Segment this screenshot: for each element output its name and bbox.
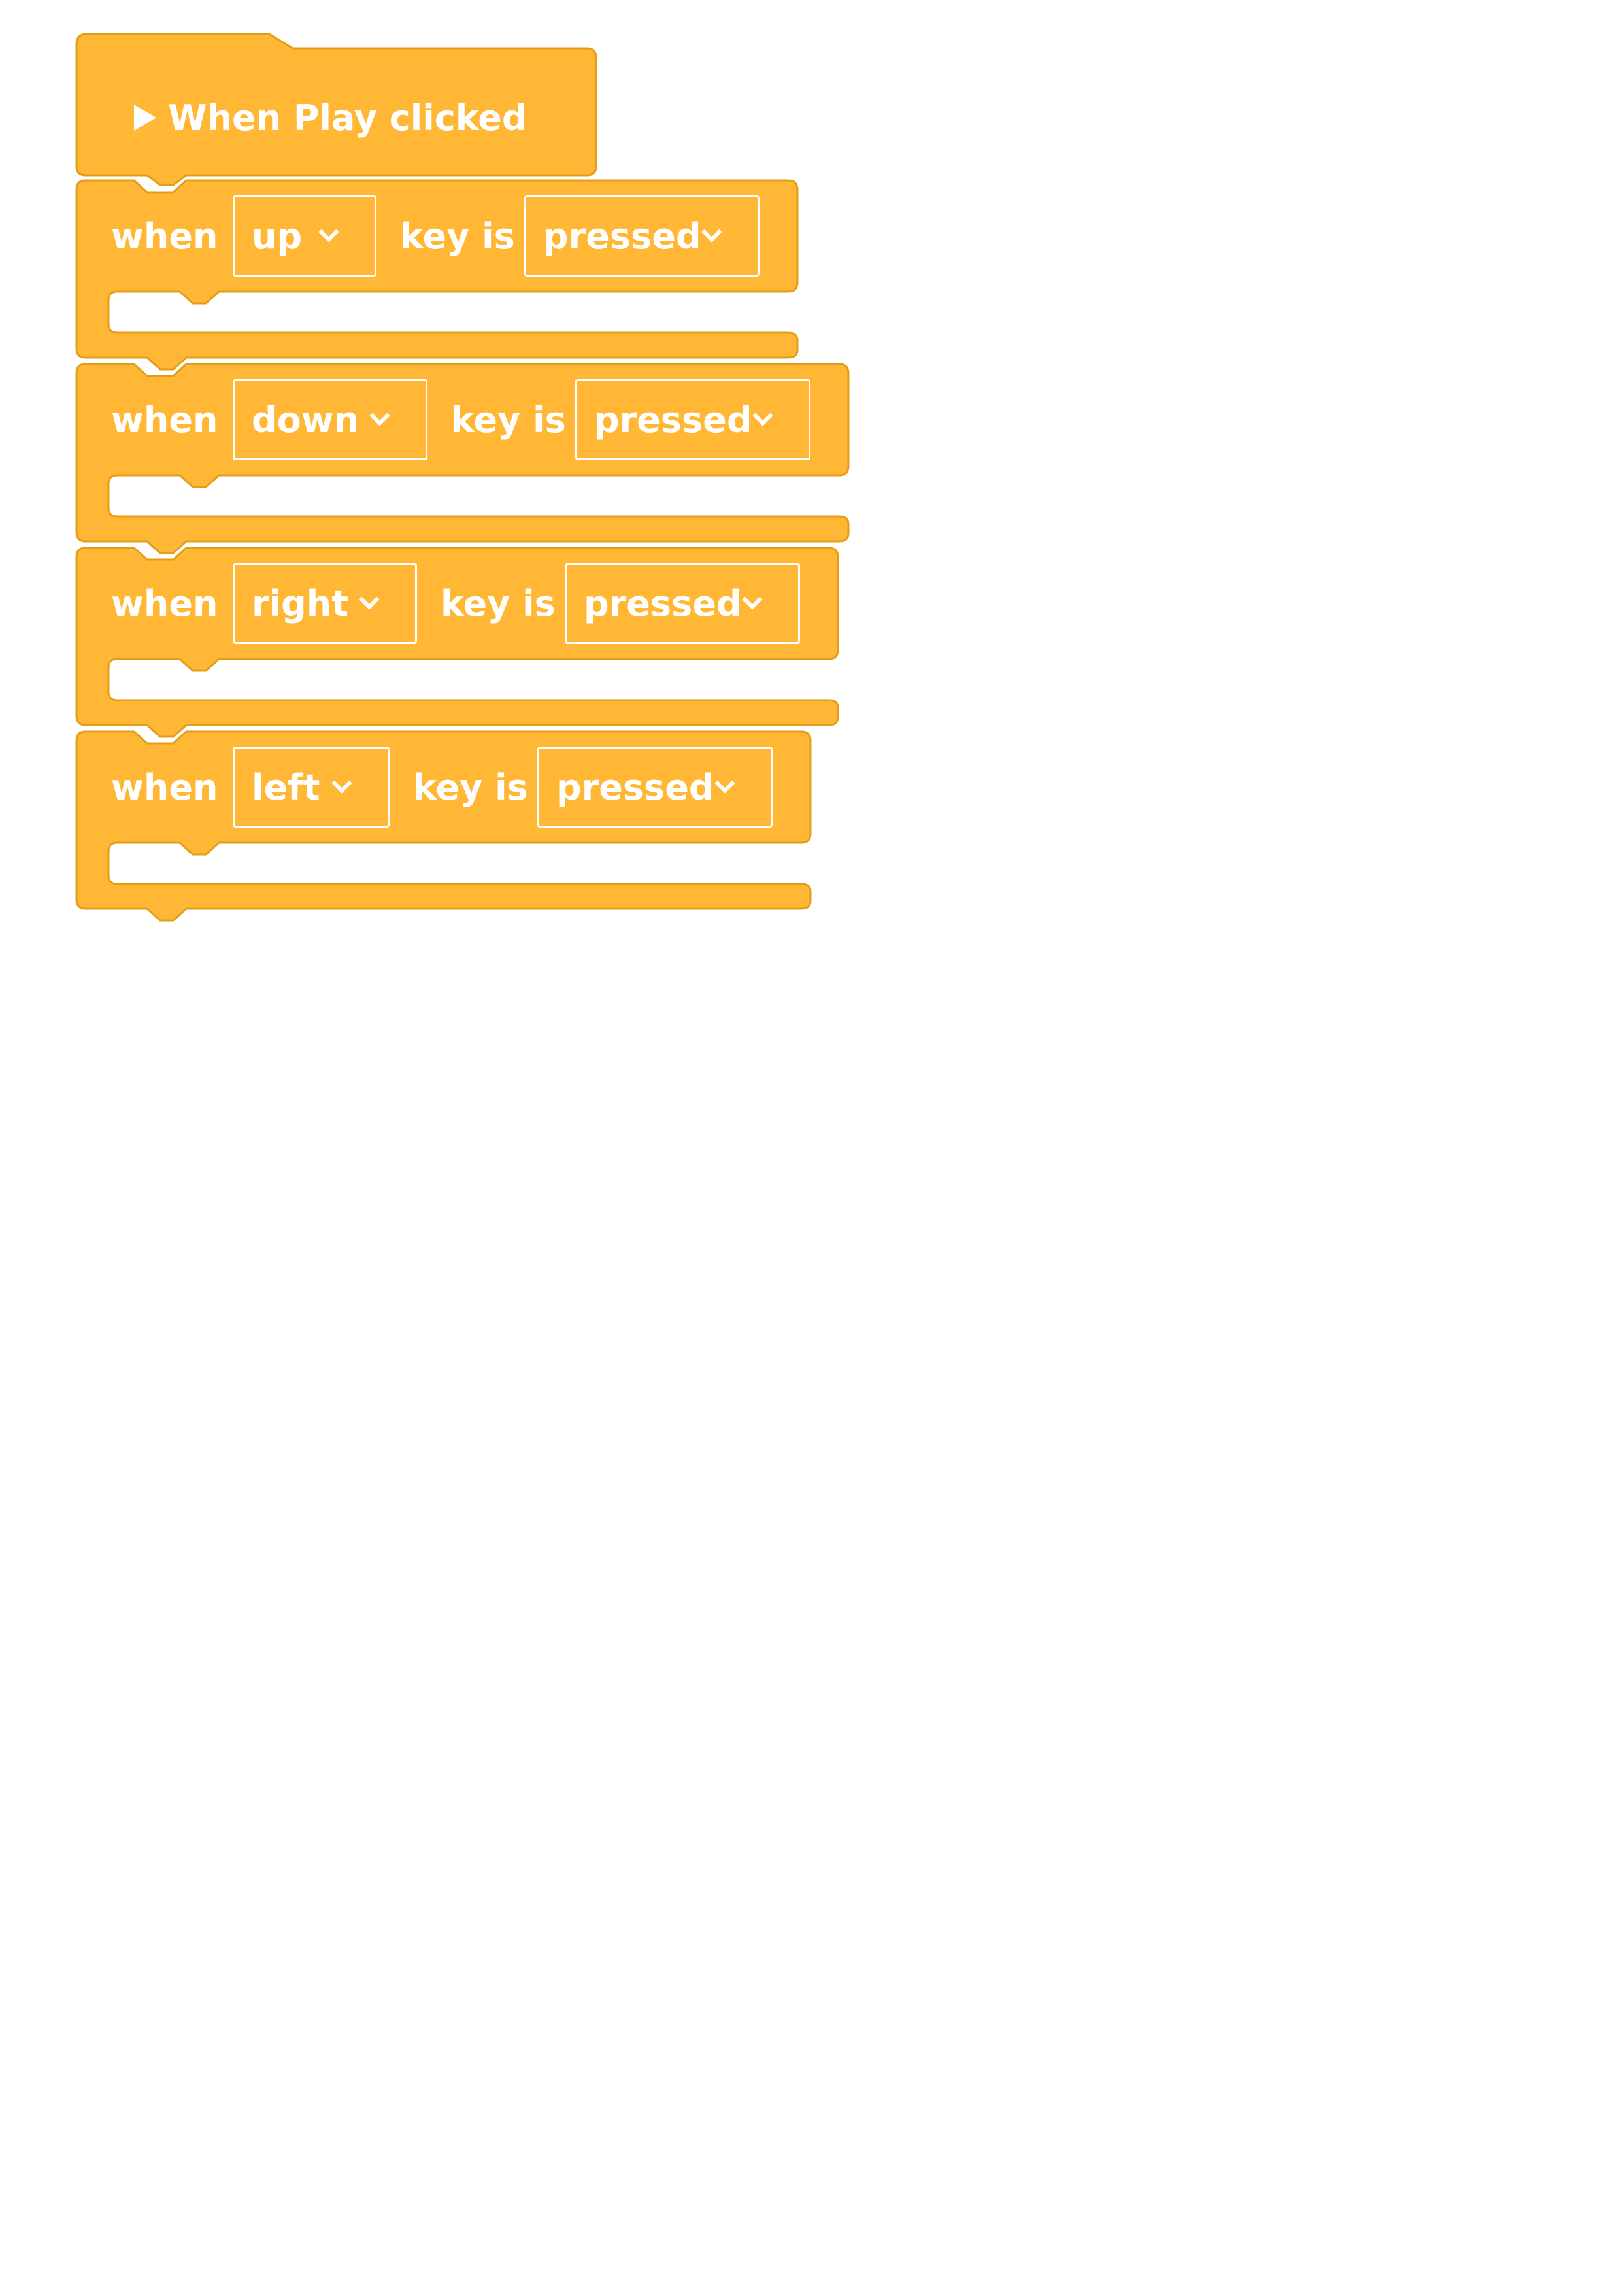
when-label: when — [111, 767, 218, 808]
key-dropdown-value: up — [252, 215, 303, 257]
event-block-up[interactable] — [75, 179, 799, 371]
key-dropdown-right[interactable]: right — [233, 563, 417, 644]
state-dropdown-value: pressed — [594, 399, 752, 441]
event-block-left[interactable] — [75, 730, 812, 922]
state-dropdown-right[interactable]: pressed — [565, 563, 800, 644]
key-dropdown-down[interactable]: down — [233, 379, 427, 460]
event-block-right[interactable] — [75, 547, 839, 738]
key-dropdown-value: left — [252, 766, 320, 808]
key-is-label: key is — [413, 767, 528, 808]
key-is-label: key is — [441, 583, 556, 624]
chevron-down-icon — [752, 405, 773, 426]
event-block-down[interactable] — [75, 363, 850, 554]
state-dropdown-down[interactable]: pressed — [575, 379, 811, 460]
chevron-down-icon — [701, 222, 722, 243]
chevron-down-icon — [331, 773, 352, 794]
play-icon — [134, 105, 156, 131]
chevron-down-icon — [714, 773, 735, 794]
hat-label: When Play clicked — [134, 97, 527, 139]
state-dropdown-value: pressed — [543, 215, 701, 257]
state-dropdown-value: pressed — [584, 582, 742, 624]
chevron-down-icon — [369, 405, 390, 426]
key-dropdown-value: down — [252, 399, 359, 441]
state-dropdown-value: pressed — [556, 766, 714, 808]
state-dropdown-left[interactable]: pressed — [537, 747, 773, 828]
chevron-down-icon — [318, 222, 339, 243]
when-label: when — [111, 399, 218, 441]
when-label: when — [111, 216, 218, 257]
hat-label-text: When Play clicked — [168, 97, 527, 139]
chevron-down-icon — [742, 589, 763, 610]
key-dropdown-up[interactable]: up — [233, 195, 376, 277]
hat-block[interactable] — [75, 33, 597, 186]
key-is-label: key is — [400, 216, 515, 257]
when-label: when — [111, 583, 218, 624]
state-dropdown-up[interactable]: pressed — [524, 195, 760, 277]
chevron-down-icon — [359, 589, 380, 610]
key-dropdown-value: right — [252, 582, 349, 624]
key-dropdown-left[interactable]: left — [233, 747, 390, 828]
key-is-label: key is — [451, 399, 566, 441]
